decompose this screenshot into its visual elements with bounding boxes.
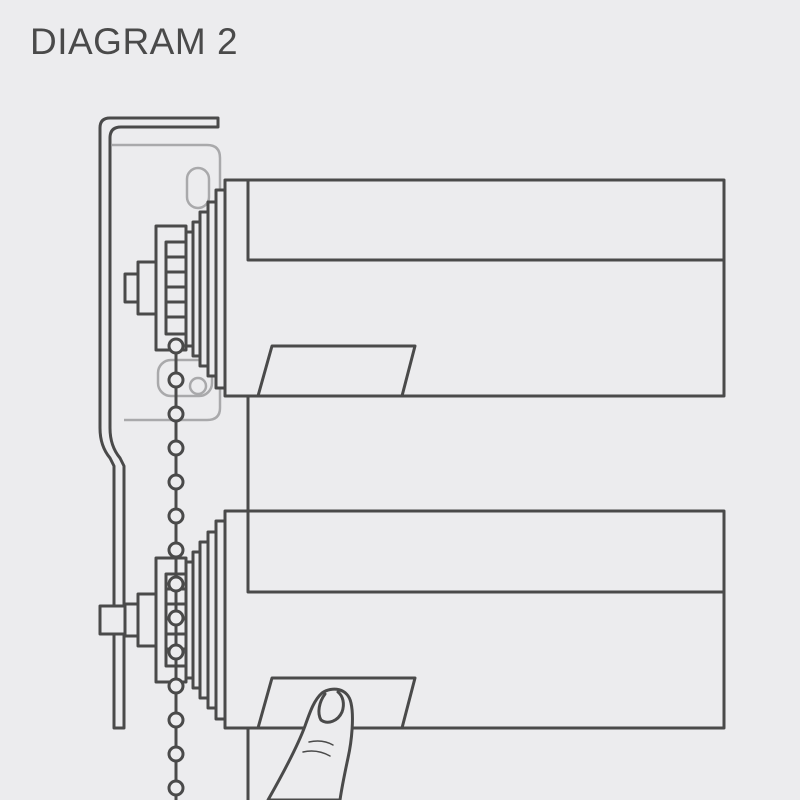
upper-roller-blind <box>123 178 726 398</box>
diagram-title: DIAGRAM 2 <box>30 21 239 62</box>
chain-bead <box>167 473 185 491</box>
lower-roller-blind <box>98 509 726 730</box>
chain-bead <box>167 779 185 797</box>
chain-bead <box>167 677 185 695</box>
chain-bead <box>167 337 185 355</box>
chain-bead <box>167 405 185 423</box>
chain-bead <box>167 609 185 627</box>
chain-bead <box>167 643 185 661</box>
chain-bead <box>167 711 185 729</box>
hand-icon <box>266 687 354 800</box>
chain-bead <box>167 439 185 457</box>
upper-bottom-bar <box>256 344 417 398</box>
bead-chain <box>167 337 185 800</box>
mounting-bracket <box>98 116 220 730</box>
chain-bead <box>167 745 185 763</box>
chain-bead <box>167 575 185 593</box>
chain-bead <box>167 541 185 559</box>
chain-bead <box>167 507 185 525</box>
chain-bead <box>167 371 185 389</box>
